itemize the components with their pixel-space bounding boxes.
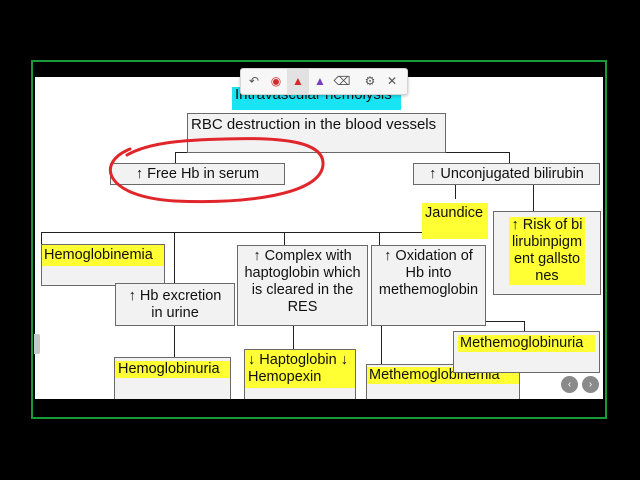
presentation-frame [31,60,607,419]
connector [455,185,456,199]
hemoglobinemia-text: Hemoglobinemia [42,245,164,266]
haptoglobin-hemopexin-box: ↓ Haptoglobin ↓ Hemopexin [244,349,356,399]
hemoglobinuria-text: Hemoglobinuria [115,361,230,378]
connector [175,153,176,163]
connector [41,232,451,233]
unconjugated-bilirubin-box: ↑ Unconjugated bilirubin [413,163,600,185]
hb-excretion-box: ↑ Hb excretion in urine [115,283,235,326]
record-icon[interactable]: ◉ [270,74,282,88]
connector [41,232,42,244]
undo-icon[interactable]: ↶ [248,74,260,88]
connector [379,232,380,245]
gallstones-box: ↑ Risk of bilirubinpigment gallstones [493,211,601,295]
next-slide-icon[interactable]: › [582,376,599,393]
methemoglobinuria-text: Methemoglobinuria [458,335,595,352]
oxidation-box: ↑ Oxidation of Hb into methemoglobin [371,245,486,326]
connector [174,232,175,283]
connector [284,232,285,245]
connector [524,321,525,331]
free-hb-box: ↑ Free Hb in serum [110,163,285,185]
connector [381,326,382,364]
gallstones-text: ↑ Risk of bilirubinpigment gallstones [509,217,585,285]
previous-slide-icon[interactable]: ‹ [561,376,578,393]
slide-navigation: ‹ › [558,373,604,397]
connector [509,152,510,163]
hemoglobinemia-box: Hemoglobinemia [41,244,165,286]
slide-canvas: RBC destruction in the blood vessels Int… [35,77,603,399]
red-circle-annotation [109,137,325,204]
connector [174,326,175,357]
close-icon[interactable]: ✕ [386,74,398,88]
pen-icon[interactable]: ▲ [287,69,309,94]
side-panel-handle[interactable] [34,334,40,354]
methemoglobinuria-box: Methemoglobinuria [453,331,600,373]
eraser-icon[interactable]: ⌫ [333,74,351,88]
annotation-toolbar: ↶ ◉ ▲ ▲ ⌫ ⚙ ✕ [240,68,408,95]
haptoglobin-hemopexin-text: ↓ Haptoglobin ↓ Hemopexin [245,350,355,388]
jaundice-box: Jaundice [422,203,488,239]
highlighter-icon[interactable]: ▲ [314,74,326,88]
settings-icon[interactable]: ⚙ [364,74,376,88]
hemoglobinuria-box: Hemoglobinuria [114,357,231,399]
haptoglobin-complex-box: ↑ Complex with haptoglobin which is clea… [237,245,368,326]
connector [293,326,294,349]
connector [533,185,534,211]
